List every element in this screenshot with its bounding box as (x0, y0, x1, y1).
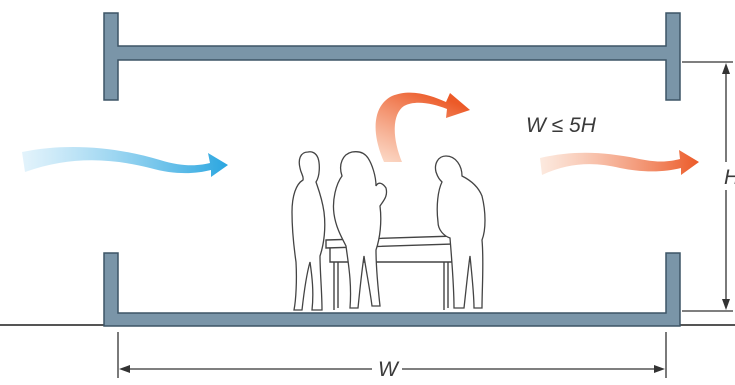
width-height-ratio-label: W ≤ 5H (526, 114, 597, 137)
width-label: W (378, 358, 400, 381)
table (325, 235, 456, 310)
person-right-figure (434, 155, 486, 309)
airflow-in-arrow (22, 146, 228, 177)
roof-slab (103, 12, 681, 101)
height-dimension (682, 61, 733, 312)
airflow-rising-arrow (375, 92, 470, 162)
height-label: H (724, 166, 735, 189)
person-middle-figure (332, 151, 388, 309)
floor-slab (103, 252, 681, 327)
width-dimension (117, 332, 667, 378)
airflow-out-arrow (540, 150, 699, 175)
person-left-figure (291, 151, 326, 311)
